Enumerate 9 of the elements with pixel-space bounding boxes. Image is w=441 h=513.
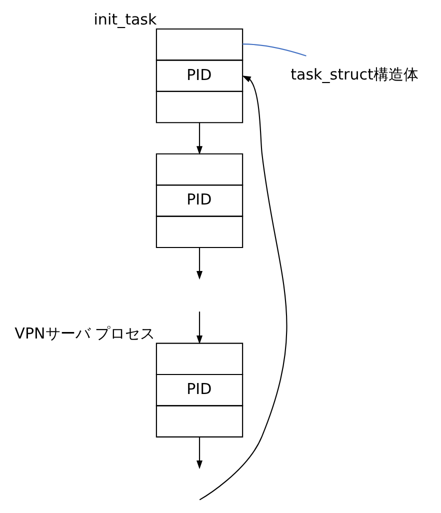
arrow [196, 436, 203, 470]
node-label: VPNサーバ プロセス [14, 324, 156, 343]
node-label: init_task [94, 10, 157, 28]
node-text: task_struct構造体 [290, 65, 418, 84]
arrow [196, 312, 203, 344]
connector [242, 44, 306, 56]
arrow [196, 122, 203, 155]
arrow [199, 76, 288, 500]
arrow [196, 247, 203, 280]
